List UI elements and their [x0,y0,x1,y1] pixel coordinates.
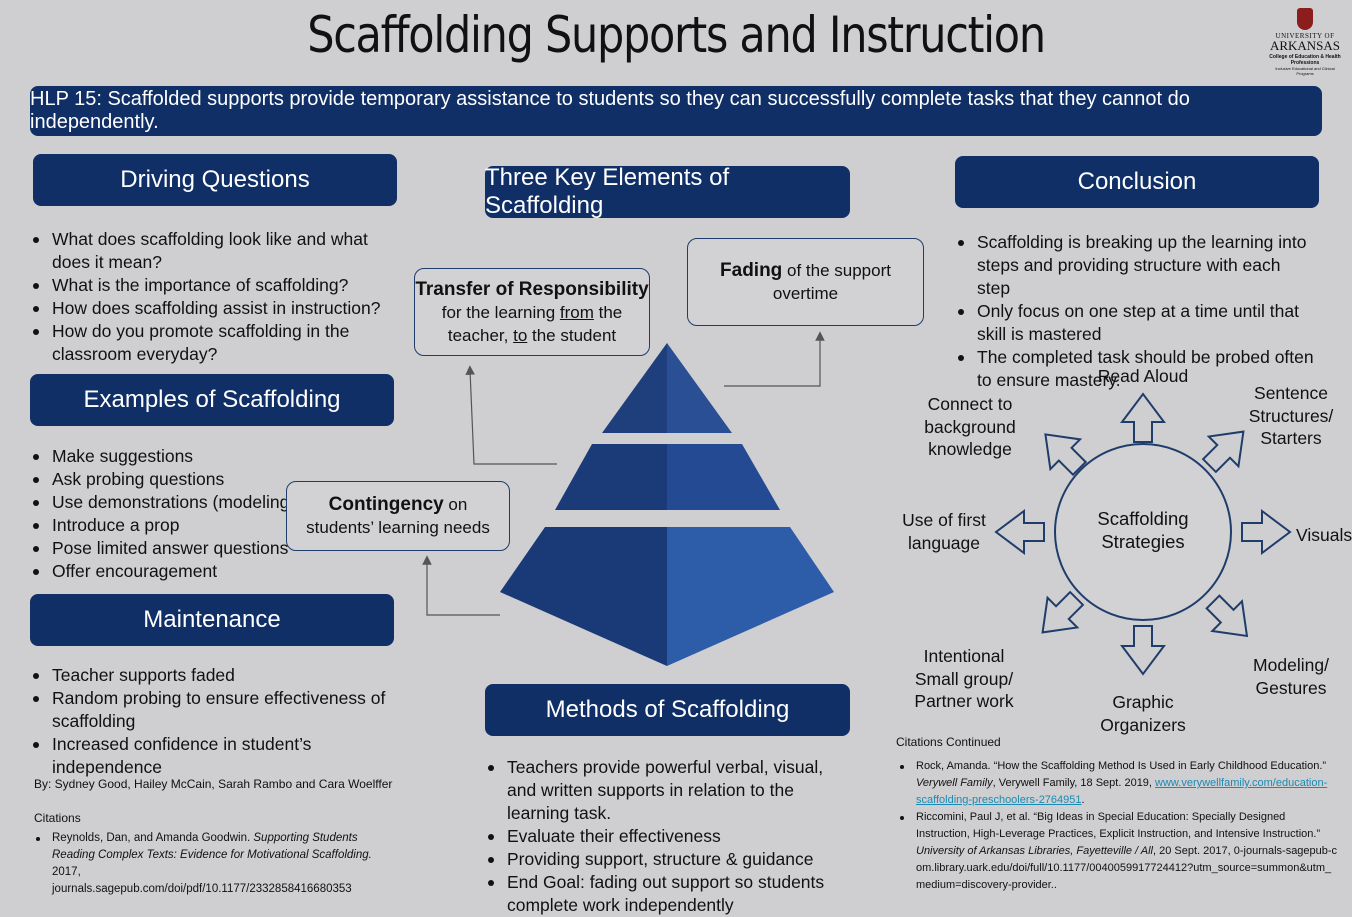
arrow-up-icon [1120,392,1166,443]
list-item: Teachers provide powerful verbal, visual… [485,756,845,825]
list-item: Providing support, structure & guidance [485,848,845,871]
list-item: What is the importance of scaffolding? [30,274,400,297]
page-title: Scaffolding Supports and Instruction [307,6,1046,64]
list-item: Make suggestions [30,445,400,468]
citations-header: Citations [34,811,81,825]
arrow-up-left-icon [1201,430,1245,474]
examples-header: Examples of Scaffolding [30,374,394,426]
citations-continued-list: Rock, Amanda. “How the Scaffolding Metho… [896,758,1340,894]
connector-transfer [465,365,557,465]
methods-header: Methods of Scaffolding [485,684,850,736]
pyramid-top-left [602,343,667,433]
shield-icon [1297,8,1313,30]
strategies-center-label: Scaffolding Strategies [1097,508,1189,552]
strategy-modeling: Modeling/ Gestures [1253,655,1329,698]
citation-item: Riccomini, Paul J, et al. “Big Ideas in … [896,809,1340,894]
citations-list: Reynolds, Dan, and Amanda Goodwin. Suppo… [32,830,372,898]
list-item: Use demonstrations (modeling) [30,491,400,514]
list-item: What does scaffolding look like and what… [30,228,400,274]
list-item: Pose limited answer questions [30,537,400,560]
hlp-banner: HLP 15: Scaffolded supports provide temp… [30,86,1322,136]
citation-link[interactable]: www.verywellfamily.com/education-scaffol… [916,777,1328,806]
arrow-down-left-icon [1041,590,1085,634]
contingency-box: Contingency on students’ learning needs [286,481,510,551]
strategy-first-language: Use of first language [902,510,986,553]
logo-line3: College of Education & Health Profession… [1269,54,1341,66]
citation-item: Reynolds, Dan, and Amanda Goodwin. Suppo… [32,830,372,898]
list-item: Teacher supports faded [30,664,390,687]
university-logo: UNIVERSITY OF ARKANSAS College of Educat… [1268,8,1342,82]
pyramid-mid-right [667,444,780,510]
strategies-wheel [994,392,1292,676]
arrow-right-icon [1241,509,1292,555]
driving-questions-header: Driving Questions [33,154,397,206]
maintenance-list: Teacher supports faded Random probing to… [30,664,390,779]
list-item: Introduce a prop [30,514,400,537]
strategy-small-group: Intentional Small group/ Partner work [914,646,1014,711]
list-item: Ask probing questions [30,468,400,491]
examples-list: Make suggestions Ask probing questions U… [30,445,400,583]
arrow-up-right-icon [1044,433,1088,477]
strategy-graphic-organizers: Graphic Organizers [1100,692,1186,735]
list-item: How does scaffolding assist in instructi… [30,297,400,320]
pyramid-top-right [667,343,732,433]
pyramid-bottom-left [500,527,667,666]
pyramid-mid-left [555,444,667,510]
list-item: Evaluate their effectiveness [485,825,845,848]
logo-line2: ARKANSAS [1269,38,1341,53]
connector-fading [724,331,825,387]
conclusion-list: Scaffolding is breaking up the learning … [955,231,1315,392]
list-item: Scaffolding is breaking up the learning … [955,231,1315,300]
citations-continued-header: Citations Continued [896,735,1001,749]
methods-list: Teachers provide powerful verbal, visual… [485,756,845,917]
strategy-read-aloud: Read Aloud [1097,366,1189,386]
maintenance-header: Maintenance [30,594,394,646]
list-item: Offer encouragement [30,560,400,583]
strategy-background-knowledge: Connect to background knowledge [924,394,1016,459]
list-item: End Goal: fading out support so students… [485,871,845,917]
list-item: Increased confidence in student’s indepe… [30,733,390,779]
citation-item: Rock, Amanda. “How the Scaffolding Metho… [896,758,1340,809]
list-item: How do you promote scaffolding in the cl… [30,320,400,366]
transfer-responsibility-box: Transfer of Responsibility for the learn… [414,268,650,356]
strategy-visuals: Visuals [1296,525,1352,545]
arrow-down-icon [1120,625,1166,676]
logo-line1: UNIVERSITY OF [1275,32,1335,40]
fading-box: Fading of the support overtime [687,238,924,326]
list-item: Only focus on one step at a time until t… [955,300,1315,346]
authors: By: Sydney Good, Hailey McCain, Sarah Ra… [34,777,393,791]
arrow-left-icon [994,509,1045,555]
driving-questions-list: What does scaffolding look like and what… [30,228,400,366]
logo-line4: Inclusive Educational and Clinical Progr… [1275,66,1335,76]
arrow-down-right-icon [1205,594,1249,638]
strategies-circle [1054,443,1232,621]
pyramid-bottom-right [667,527,834,666]
conclusion-header: Conclusion [955,156,1319,208]
strategy-sentence-structures: Sentence Structures/ Starters [1248,383,1334,448]
key-elements-header: Three Key Elements of Scaffolding [485,164,850,219]
list-item: Random probing to ensure effectiveness o… [30,687,390,733]
connector-contingency [422,555,500,616]
list-item: The completed task should be probed ofte… [955,346,1315,392]
